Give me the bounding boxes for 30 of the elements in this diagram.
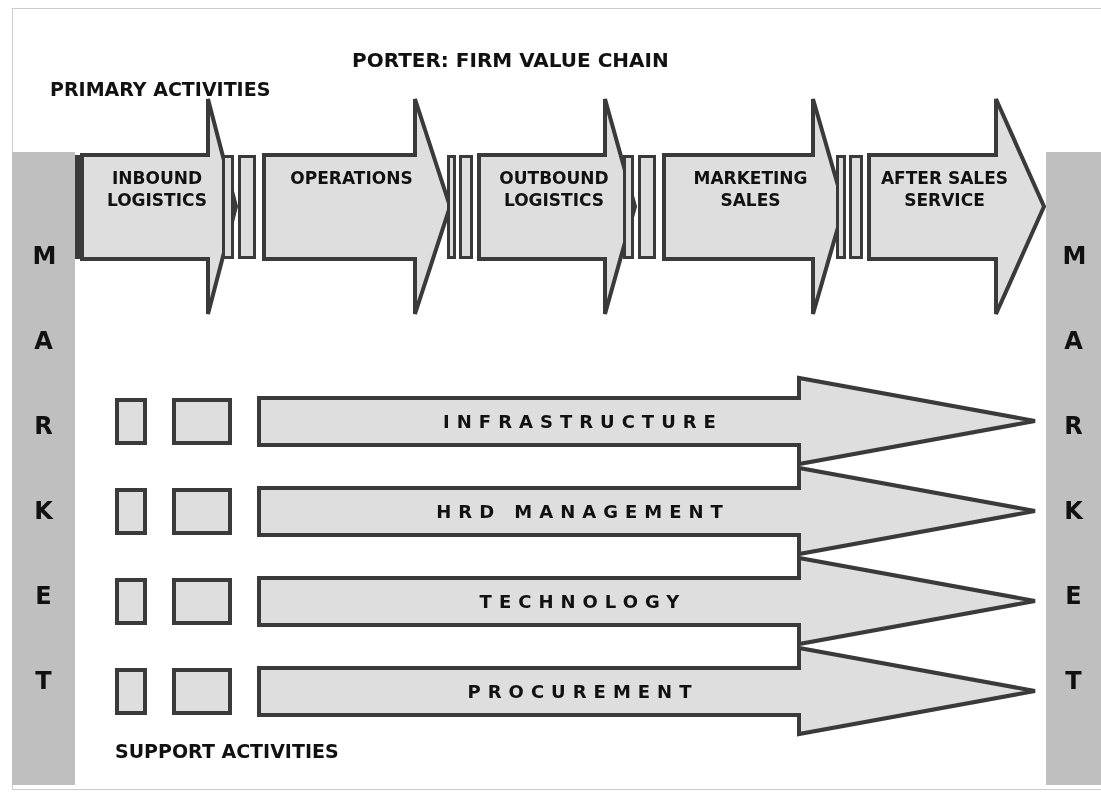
narrow-bar xyxy=(238,155,256,259)
small-box xyxy=(172,668,232,715)
activity-label: INFRASTRUCTURE xyxy=(442,410,724,434)
small-box xyxy=(115,398,147,445)
market-label: MARKET xyxy=(31,241,58,697)
section-heading: SUPPORT ACTIVITIES xyxy=(115,740,339,762)
market-label: MARKET xyxy=(1061,241,1088,697)
activity-label: PROCUREMENT xyxy=(466,680,700,704)
small-box xyxy=(115,668,147,715)
small-box xyxy=(115,488,147,535)
section-heading: PRIMARY ACTIVITIES xyxy=(50,78,271,100)
activity-label: MARKETING SALES xyxy=(692,167,809,211)
market-band xyxy=(12,152,75,785)
diagram-title: PORTER: FIRM VALUE CHAIN xyxy=(352,48,669,72)
small-box xyxy=(172,488,232,535)
narrow-bar xyxy=(638,155,656,259)
narrow-bar xyxy=(447,155,456,259)
activity-label: INBOUND LOGISTICS xyxy=(105,167,209,211)
narrow-bar xyxy=(75,155,81,259)
narrow-bar xyxy=(849,155,863,259)
activity-label: OPERATIONS xyxy=(289,167,414,189)
activity-label: AFTER SALES SERVICE xyxy=(879,167,1010,211)
narrow-bar xyxy=(459,155,473,259)
small-box xyxy=(172,398,232,445)
activity-label: HRD MANAGEMENT xyxy=(435,500,731,524)
activity-label: TECHNOLOGY xyxy=(478,590,688,614)
market-band xyxy=(1046,152,1101,785)
small-box xyxy=(172,578,232,625)
small-box xyxy=(115,578,147,625)
activity-label: OUTBOUND LOGISTICS xyxy=(498,167,610,211)
